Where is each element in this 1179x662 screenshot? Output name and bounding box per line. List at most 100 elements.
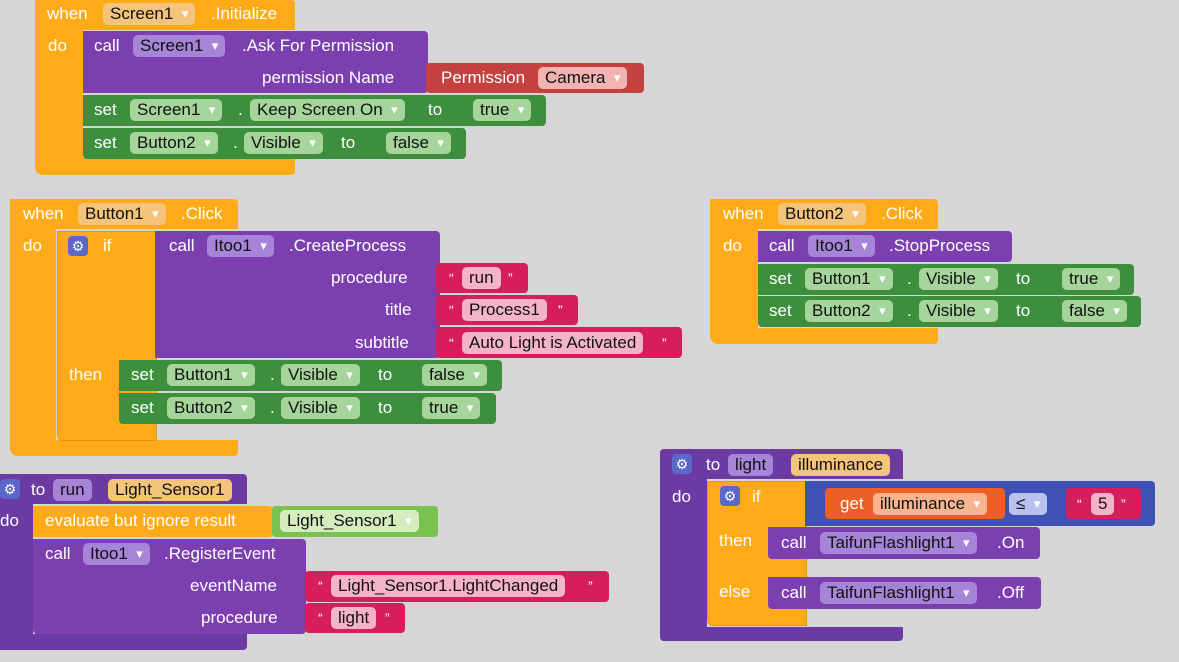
quote-open: “	[449, 302, 454, 318]
quote-close: ”	[385, 610, 390, 626]
method-create-process: .CreateProcess	[289, 236, 407, 255]
property-dropdown-visible[interactable]: Visible	[281, 364, 360, 386]
component-dropdown-taifunflashlight1[interactable]: TaifunFlashlight1	[820, 532, 977, 554]
component-dropdown-button2[interactable]: Button2	[167, 397, 255, 419]
boolean-dropdown-true[interactable]: true	[1062, 268, 1121, 290]
quote-close: ”	[588, 578, 593, 594]
text-value-run[interactable]: run	[462, 267, 501, 289]
do-keyword: do	[23, 236, 42, 255]
boolean-dropdown-false[interactable]: false	[422, 364, 487, 386]
quote-close: ”	[558, 302, 563, 318]
component-dropdown-button1[interactable]: Button1	[78, 203, 166, 225]
stop-process-call-block[interactable]	[758, 231, 1012, 262]
quote-close: ”	[1121, 496, 1126, 512]
quote-open: “	[449, 270, 454, 286]
register-event-call-block[interactable]	[33, 539, 306, 634]
parameter-light-sensor1[interactable]: Light_Sensor1	[108, 479, 232, 501]
call-keyword: call	[769, 236, 795, 255]
gear-icon[interactable]: ⚙	[720, 486, 740, 506]
set-keyword: set	[131, 365, 154, 384]
text-value-subtitle[interactable]: Auto Light is Activated	[462, 332, 644, 354]
gear-icon[interactable]: ⚙	[672, 454, 692, 474]
do-keyword: do	[723, 236, 742, 255]
operator-dropdown[interactable]: ≤	[1009, 493, 1048, 515]
boolean-dropdown-false[interactable]: false	[386, 132, 451, 154]
do-keyword: do	[0, 511, 19, 530]
component-dropdown-light-sensor1[interactable]: Light_Sensor1	[280, 510, 419, 532]
text-value-event-name[interactable]: Light_Sensor1.LightChanged	[331, 575, 566, 597]
boolean-dropdown-true[interactable]: true	[473, 99, 532, 121]
quote-close: ”	[508, 270, 513, 286]
arg-label-title: title	[385, 300, 412, 319]
permission-value-dropdown[interactable]: Camera	[538, 67, 628, 89]
quote-close: ”	[662, 335, 667, 351]
procedure-name-run[interactable]: run	[53, 479, 92, 501]
event-name-click: .Click	[181, 204, 223, 223]
else-keyword: else	[719, 582, 751, 601]
do-keyword: do	[672, 487, 691, 506]
quote-open: “	[1077, 496, 1082, 512]
to-keyword: to	[428, 100, 443, 119]
variable-dropdown-illuminance[interactable]: illuminance	[873, 493, 988, 515]
dot-separator: .	[270, 365, 275, 384]
property-dropdown-visible[interactable]: Visible	[919, 268, 998, 290]
boolean-dropdown-false[interactable]: false	[1062, 300, 1127, 322]
component-dropdown-screen1-call[interactable]: Screen1	[133, 35, 226, 57]
dot-separator: .	[233, 133, 238, 152]
component-dropdown-taifunflashlight1[interactable]: TaifunFlashlight1	[820, 582, 977, 604]
call-keyword: call	[781, 583, 807, 602]
when-keyword: when	[723, 204, 764, 223]
arg-label-procedure: procedure	[331, 268, 408, 287]
create-process-call-block[interactable]	[155, 231, 440, 358]
component-dropdown-screen1[interactable]: Screen1	[103, 3, 196, 25]
quote-open: “	[449, 335, 454, 351]
method-stop-process: .StopProcess	[889, 236, 991, 255]
to-keyword: to	[378, 398, 393, 417]
set-keyword: set	[131, 398, 154, 417]
parameter-illuminance[interactable]: illuminance	[791, 454, 891, 476]
do-keyword: do	[48, 36, 67, 55]
quote-open: “	[318, 610, 323, 626]
dot-separator: .	[238, 100, 243, 119]
dot-separator: .	[907, 301, 912, 320]
quote-open: “	[318, 578, 323, 594]
component-dropdown-button1[interactable]: Button1	[805, 268, 893, 290]
method-register-event: .RegisterEvent	[164, 544, 276, 563]
gear-icon[interactable]: ⚙	[0, 479, 20, 499]
text-value-process1[interactable]: Process1	[462, 299, 547, 321]
component-dropdown-button1[interactable]: Button1	[167, 364, 255, 386]
dot-separator: .	[270, 398, 275, 417]
component-dropdown-screen1-set[interactable]: Screen1	[130, 99, 223, 121]
boolean-dropdown-true[interactable]: true	[422, 397, 481, 419]
call-keyword: call	[169, 236, 195, 255]
set-keyword: set	[94, 133, 117, 152]
then-keyword: then	[69, 365, 103, 384]
method-ask-permission: .Ask For Permission	[242, 36, 395, 55]
component-dropdown-itoo1[interactable]: Itoo1	[808, 235, 875, 257]
if-keyword: if	[103, 236, 112, 255]
component-dropdown-itoo1[interactable]: Itoo1	[207, 235, 274, 257]
gear-icon[interactable]: ⚙	[68, 236, 88, 256]
dot-separator: .	[907, 269, 912, 288]
get-keyword: get	[840, 494, 864, 513]
property-dropdown-keep-screen-on[interactable]: Keep Screen On	[250, 99, 405, 121]
arg-label-procedure: procedure	[201, 608, 278, 627]
property-dropdown-visible[interactable]: Visible	[919, 300, 998, 322]
component-dropdown-button2[interactable]: Button2	[130, 132, 218, 154]
call-keyword: call	[45, 544, 71, 563]
component-dropdown-itoo1[interactable]: Itoo1	[83, 543, 150, 565]
event-name-initialize: .Initialize	[211, 4, 278, 23]
call-keyword: call	[781, 533, 807, 552]
permission-label: Permission	[441, 68, 526, 87]
to-keyword: to	[1016, 269, 1031, 288]
text-value-light[interactable]: light	[331, 607, 377, 629]
procedure-name-light[interactable]: light	[728, 454, 774, 476]
to-keyword: to	[1016, 301, 1031, 320]
arg-label-event-name: eventName	[190, 576, 277, 595]
component-dropdown-button2[interactable]: Button2	[778, 203, 866, 225]
component-dropdown-button2[interactable]: Button2	[805, 300, 893, 322]
property-dropdown-visible[interactable]: Visible	[244, 132, 323, 154]
text-value-5[interactable]: 5	[1091, 493, 1115, 515]
property-dropdown-visible[interactable]: Visible	[281, 397, 360, 419]
evaluate-ignore-block[interactable]	[33, 506, 273, 537]
